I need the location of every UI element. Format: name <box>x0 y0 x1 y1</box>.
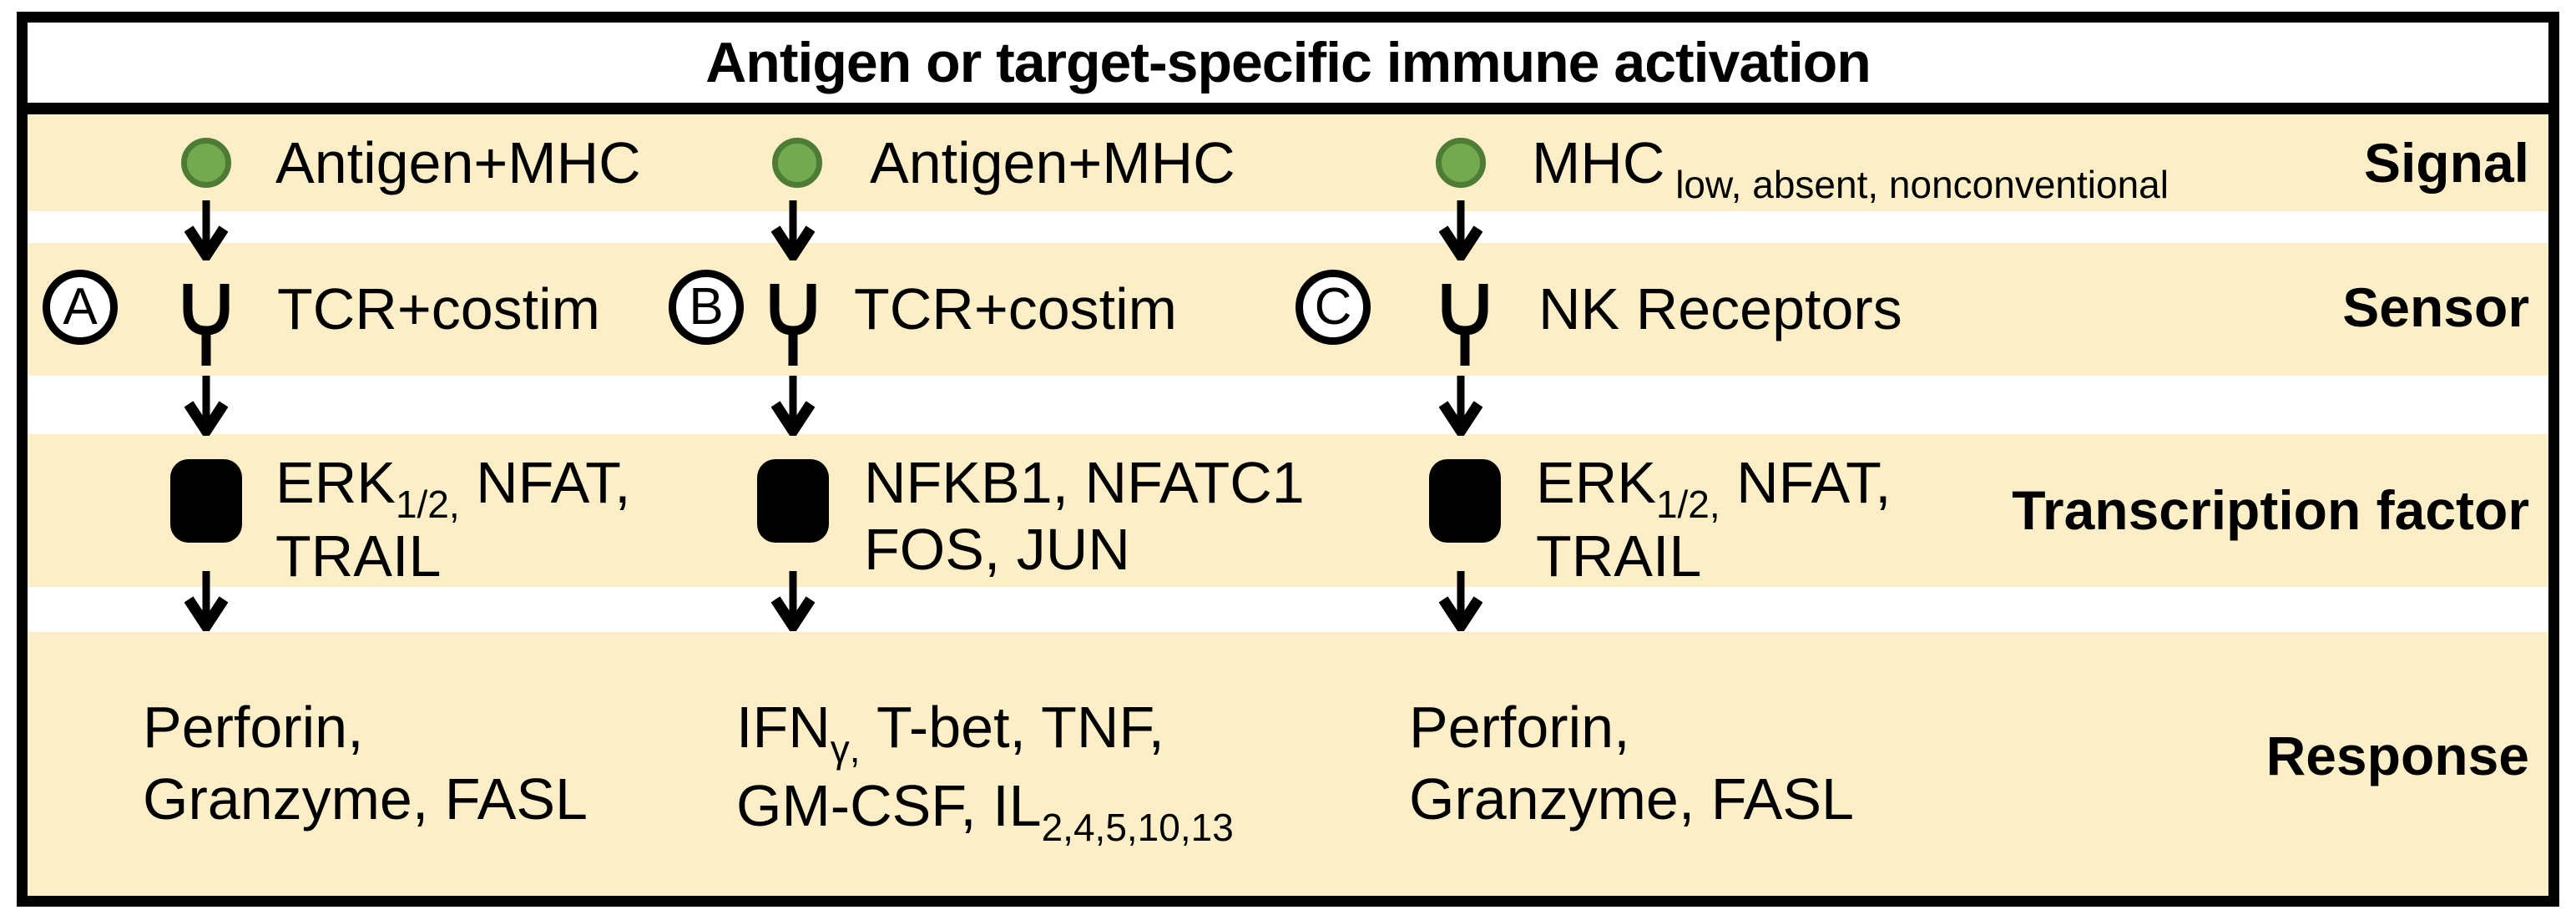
title-divider <box>28 103 2548 114</box>
response-text-b: IFNγ, T-bet, TNF,GM-CSF, IL2,4,5,10,13 <box>736 695 1234 849</box>
down-arrow-icon <box>184 376 228 436</box>
row-label-sensor: Sensor <box>2342 276 2529 338</box>
sensor-text-c: NK Receptors <box>1538 276 1902 341</box>
transcription-factor-row-band <box>28 434 2548 587</box>
down-arrow-icon <box>771 376 815 436</box>
tf-text-a: ERK1/2, NFAT,TRAIL <box>275 450 631 589</box>
panel-badge-b: B <box>669 270 744 345</box>
signal-text-b: Antigen+MHC <box>870 130 1235 195</box>
receptor-icon <box>183 284 230 366</box>
green-dot-icon <box>181 138 231 188</box>
diagram-title: Antigen or target-specific immune activa… <box>705 31 1871 94</box>
signal-text-a: Antigen+MHC <box>275 130 641 195</box>
signal-row-band <box>28 114 2548 211</box>
row-label-transcription-factor: Transcription factor <box>2012 479 2529 541</box>
down-arrow-icon <box>184 571 228 631</box>
down-arrow-icon <box>771 200 815 260</box>
green-dot-icon <box>772 138 822 188</box>
tf-box-icon <box>757 459 829 543</box>
down-arrow-icon <box>1439 571 1482 631</box>
sensor-row-band <box>28 243 2548 376</box>
tf-box-icon <box>1429 459 1501 543</box>
outer-frame <box>17 12 2559 907</box>
receptor-icon <box>1442 284 1488 366</box>
response-text-c: Perforin,Granzyme, FASL <box>1409 695 1854 832</box>
signal-text-c: MHC low, absent, nonconventional <box>1532 130 2169 206</box>
down-arrow-icon <box>1439 376 1482 436</box>
sensor-text-b: TCR+costim <box>854 276 1177 341</box>
response-text-a: Perforin,Granzyme, FASL <box>143 695 588 832</box>
green-dot-icon <box>1436 138 1486 188</box>
tf-box-icon <box>170 459 242 543</box>
tf-text-c: ERK1/2, NFAT,TRAIL <box>1536 450 1892 589</box>
receptor-icon <box>770 284 816 366</box>
row-label-response: Response <box>2265 725 2529 786</box>
down-arrow-icon <box>184 200 228 260</box>
down-arrow-icon <box>1439 200 1482 260</box>
down-arrow-icon <box>771 571 815 631</box>
panel-badge-a: A <box>43 270 118 345</box>
panel-badge-c: C <box>1296 270 1371 345</box>
row-label-signal: Signal <box>2363 132 2529 194</box>
sensor-text-a: TCR+costim <box>277 276 600 341</box>
response-row-band <box>28 632 2548 896</box>
